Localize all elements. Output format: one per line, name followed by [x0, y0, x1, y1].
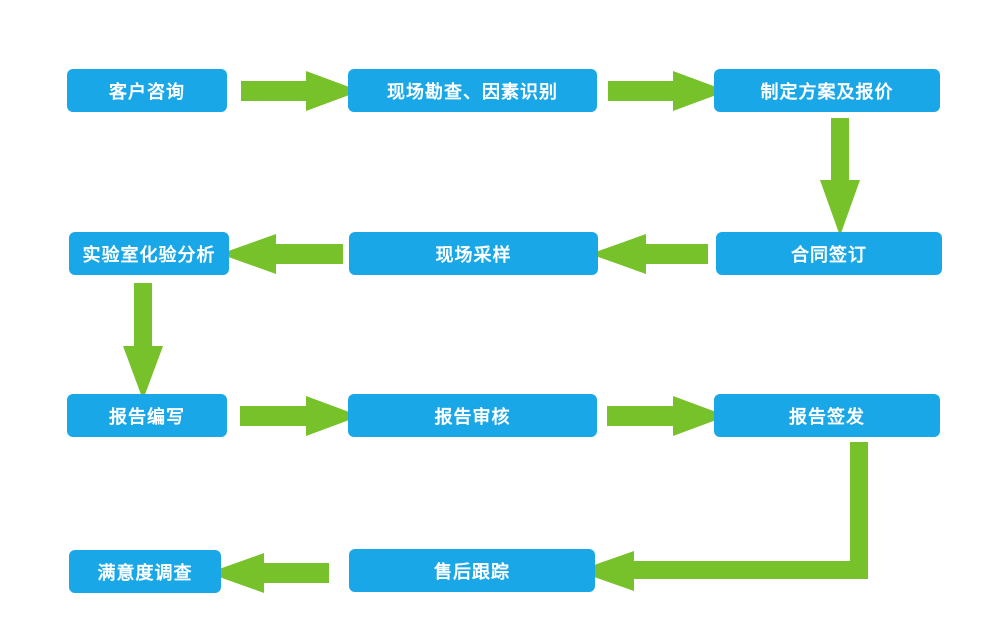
step-lab-analysis: 实验室化验分析: [69, 232, 229, 275]
step-report-writing: 报告编写: [67, 394, 227, 437]
arrow-lab-to-writing: [123, 283, 163, 400]
step-plan-and-quote: 制定方案及报价: [714, 69, 940, 112]
step-customer-consultation: 客户咨询: [67, 69, 227, 112]
step-contract-signing: 合同签订: [716, 232, 942, 275]
arrow-sampling-to-lab: [220, 234, 343, 274]
arrow-aftersales-to-survey: [208, 553, 329, 593]
arrow-contract-to-sampling: [590, 234, 708, 274]
arrow-issue-to-aftersales: [577, 442, 868, 591]
step-satisfaction-survey: 满意度调查: [69, 550, 221, 593]
arrow-survey-to-plan: [608, 71, 727, 111]
arrow-writing-to-review: [240, 396, 360, 436]
step-report-issuance: 报告签发: [714, 394, 940, 437]
step-report-review: 报告审核: [348, 394, 597, 437]
arrow-review-to-issue: [607, 396, 727, 436]
arrow-plan-to-contract: [820, 118, 860, 236]
step-site-survey: 现场勘查、因素识别: [348, 69, 597, 112]
step-after-sales: 售后跟踪: [349, 549, 595, 592]
step-site-sampling: 现场采样: [349, 232, 598, 275]
arrow-consult-to-survey: [241, 71, 360, 111]
